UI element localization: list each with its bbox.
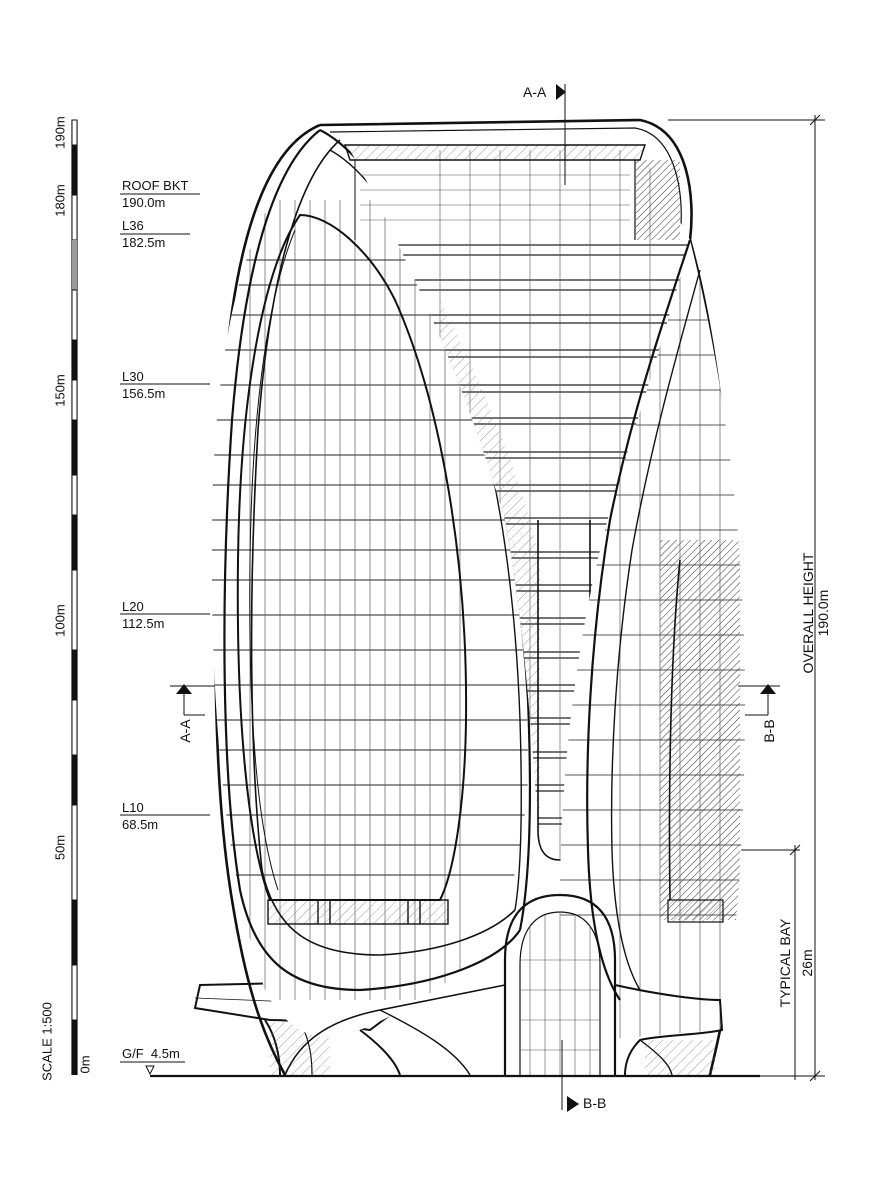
- scale-tick-100m: 100m: [52, 604, 68, 637]
- level-l10-elev: 68.5m: [122, 817, 159, 832]
- overall-height-value: 190.0m: [815, 589, 831, 637]
- level-l10-name: L10: [122, 800, 144, 815]
- level-l20-name: L20: [122, 599, 144, 614]
- overall-height-label: OVERALL HEIGHT: [800, 552, 816, 674]
- level-l30-elev: 156.5m: [122, 386, 166, 401]
- dimension-lines: [668, 114, 825, 1082]
- scale-tick-190m: 190m: [52, 116, 68, 149]
- typical-bay-value: 26m: [799, 949, 815, 977]
- scale-tick-0m: 0m: [77, 1055, 93, 1074]
- section-bb-right-label: B-B: [761, 719, 777, 743]
- level-l36-elev: 182.5m: [122, 235, 166, 250]
- level-leaders: [120, 193, 210, 816]
- ground-floor-label: G/F 4.5m: [122, 1046, 180, 1061]
- section-aa-left-label: A-A: [177, 719, 193, 743]
- level-roof-elev: 190.0m: [122, 195, 166, 210]
- tower-elevation: [193, 118, 745, 1076]
- scale-tick-50m: 50m: [52, 834, 68, 861]
- level-l30-name: L30: [122, 369, 144, 384]
- scale-label: SCALE 1:500: [39, 1002, 55, 1081]
- section-marker-bb-right: [738, 684, 780, 716]
- level-l20-elev: 112.5m: [122, 616, 165, 631]
- section-marker-bb-bottom: [561, 1040, 579, 1112]
- level-roof-name: ROOF BKT: [122, 178, 189, 193]
- typical-bay-label: TYPICAL BAY: [777, 918, 793, 1008]
- section-marker-aa-top: [556, 84, 566, 185]
- scale-tick-180m: 180m: [52, 184, 68, 217]
- section-aa-top-label: A-A: [523, 84, 547, 100]
- section-marker-aa-left: [170, 684, 215, 716]
- level-l36-name: L36: [122, 218, 144, 233]
- section-bb-bottom-label: B-B: [583, 1095, 607, 1111]
- ground-marker: [120, 1061, 185, 1076]
- scale-bar: [71, 119, 78, 1075]
- scale-tick-150m: 150m: [52, 374, 68, 407]
- left-mullions: [249, 200, 461, 1000]
